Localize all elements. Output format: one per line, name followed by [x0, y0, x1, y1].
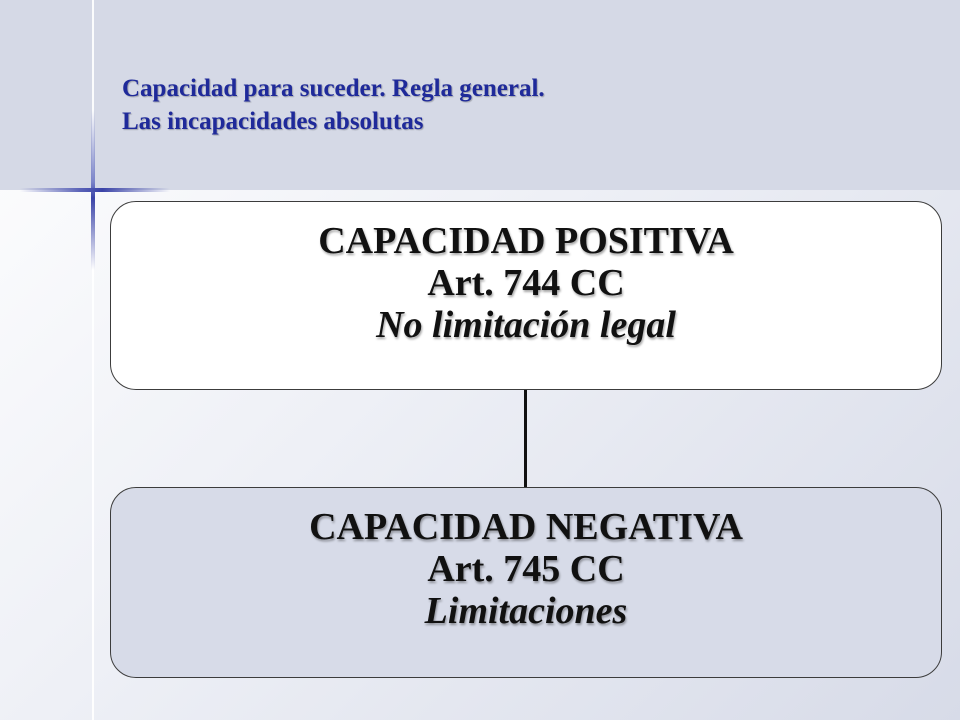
box-article: Art. 745 CC — [427, 548, 625, 590]
title-line-1: Capacidad para suceder. Regla general. — [122, 75, 545, 102]
box-heading: CAPACIDAD NEGATIVA — [309, 506, 743, 548]
box-note: Limitaciones — [424, 590, 628, 632]
box-note: No limitación legal — [376, 304, 676, 346]
decorative-vertical-line — [92, 0, 94, 720]
capacidad-negativa-box: CAPACIDAD NEGATIVA Art. 745 CC Limitacio… — [110, 487, 942, 678]
slide-title: Capacidad para suceder. Regla general. L… — [122, 72, 545, 138]
connector-line — [524, 390, 527, 487]
box-heading: CAPACIDAD POSITIVA — [318, 220, 734, 262]
capacidad-positiva-box: CAPACIDAD POSITIVA Art. 744 CC No limita… — [110, 201, 942, 390]
title-line-2: Las incapacidades absolutas — [122, 108, 424, 135]
header-band — [0, 0, 960, 190]
box-article: Art. 744 CC — [427, 262, 625, 304]
decorative-blue-horizontal-accent — [20, 188, 170, 192]
